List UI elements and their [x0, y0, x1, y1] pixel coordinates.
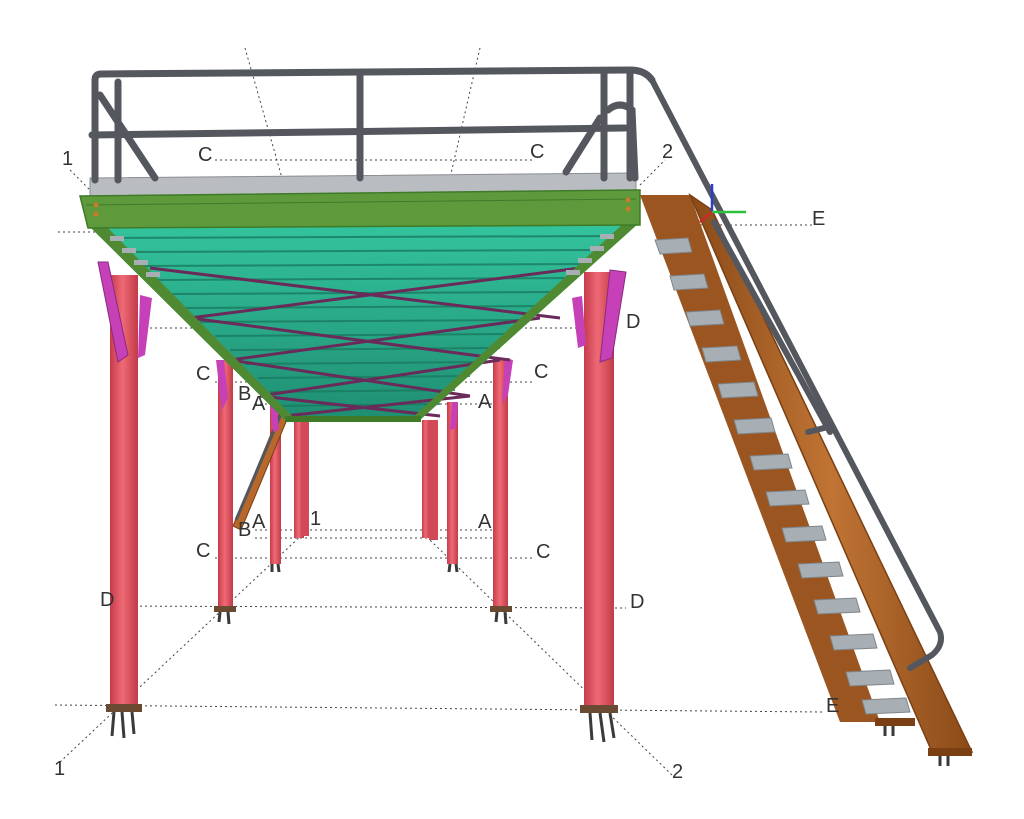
gridline-d-lower	[109, 605, 627, 609]
side-beam-left	[88, 225, 296, 420]
deck-front-beam	[79, 189, 641, 229]
deck-far-edge	[285, 416, 421, 422]
label-grid-c-top-left: C	[198, 144, 212, 166]
stair-base-2	[928, 748, 972, 756]
stair-handrail-top	[649, 77, 944, 671]
label-grid-b-left-upper: B	[238, 383, 251, 405]
label-grid-e-bottom: E	[826, 695, 839, 717]
label-grid-c-right-lower: C	[536, 541, 550, 563]
main-stair	[640, 77, 974, 766]
rail-loop-right	[604, 101, 639, 182]
label-grid-2-bottom: 2	[672, 761, 683, 783]
bolt-left-1	[93, 202, 99, 208]
knee-brace-right-a	[450, 402, 458, 430]
base-plate-right	[580, 705, 618, 713]
knee-brace-front-left-2	[138, 295, 152, 358]
label-grid-2-top: 2	[662, 141, 673, 163]
label-grid-1-top: 1	[62, 148, 73, 170]
gridlines	[54, 47, 823, 776]
bolt-left-2	[93, 211, 99, 217]
label-grid-a-right-upper: A	[478, 391, 492, 413]
label-grid-1-mid: 1	[310, 508, 321, 530]
label-grid-a-left-lower: A	[252, 511, 266, 533]
label-grid-e-top: E	[812, 208, 825, 230]
top-rail	[91, 66, 656, 184]
column-mid-left-a	[270, 402, 281, 564]
axis-triad-icon	[699, 184, 746, 223]
column-left-c	[218, 360, 233, 610]
deck-top	[79, 172, 641, 229]
label-grid-1-bottom: 1	[54, 758, 65, 780]
stair-anchors	[883, 726, 950, 766]
deck-bracing	[149, 266, 581, 418]
knee-brace-right-c	[502, 358, 513, 404]
label-grid-a-left-upper: A	[252, 393, 266, 415]
gridline-upper-left-perspective	[244, 47, 283, 179]
base-plate-left	[106, 704, 142, 712]
column-mid-right-a	[447, 402, 458, 564]
front-columns	[97, 261, 627, 743]
gridline-2-bottom	[429, 539, 673, 776]
deck-beam-line	[85, 198, 637, 206]
base-plate-right-c	[490, 606, 512, 612]
back-columns	[270, 402, 458, 564]
column-far-right-1	[422, 420, 430, 538]
knee-brace-left-c	[216, 360, 228, 410]
anchor-bolts	[110, 563, 616, 743]
column-far-left-1	[294, 420, 304, 538]
stair-handrail-mid	[711, 219, 833, 435]
side-beam-right	[410, 222, 640, 420]
label-grid-b-left-lower: B	[238, 519, 251, 541]
bolt-right-2	[625, 206, 631, 212]
stair-handrail-bracket	[805, 423, 835, 435]
label-grid-c-top-right: C	[530, 141, 544, 163]
stair-base-1	[875, 718, 915, 726]
label-grid-c-left-upper: C	[196, 363, 210, 385]
gridline-2-top	[639, 159, 666, 186]
column-right-c	[493, 358, 508, 610]
diag-rail-right	[562, 114, 604, 176]
far-stair-rail	[234, 399, 289, 521]
joist-end-plates	[110, 234, 614, 277]
deck-underside	[88, 222, 640, 422]
base-plate-left-c	[214, 606, 236, 612]
knee-brace-front-right-1	[599, 269, 627, 363]
knee-brace-front-left-1	[97, 261, 129, 363]
column-far-right-2	[429, 420, 438, 540]
gridline-upper-right-perspective	[449, 47, 481, 179]
gridline-labels: 1 2 1 2 1 E E C C D C C B A A A B A C C …	[54, 141, 839, 783]
diag-rail-left	[96, 91, 159, 182]
stair-treads	[654, 237, 911, 715]
label-grid-d-right-lower: D	[630, 591, 644, 613]
gridline-1-bottom	[59, 531, 306, 763]
label-grid-d-right-upper: D	[626, 311, 640, 333]
guard-rail	[88, 66, 656, 184]
label-grid-d-left-lower: D	[100, 589, 114, 611]
column-far-left-2	[301, 420, 309, 536]
label-grid-c-left-lower: C	[196, 540, 210, 562]
label-grid-a-right-lower: A	[478, 511, 492, 533]
gridline-e-bottom	[54, 704, 823, 713]
stair-handrail	[649, 77, 944, 671]
knee-brace-front-right-2	[572, 296, 586, 348]
bolt-right-1	[625, 197, 631, 203]
label-grid-c-right-upper: C	[534, 361, 548, 383]
mid-columns	[216, 358, 513, 610]
